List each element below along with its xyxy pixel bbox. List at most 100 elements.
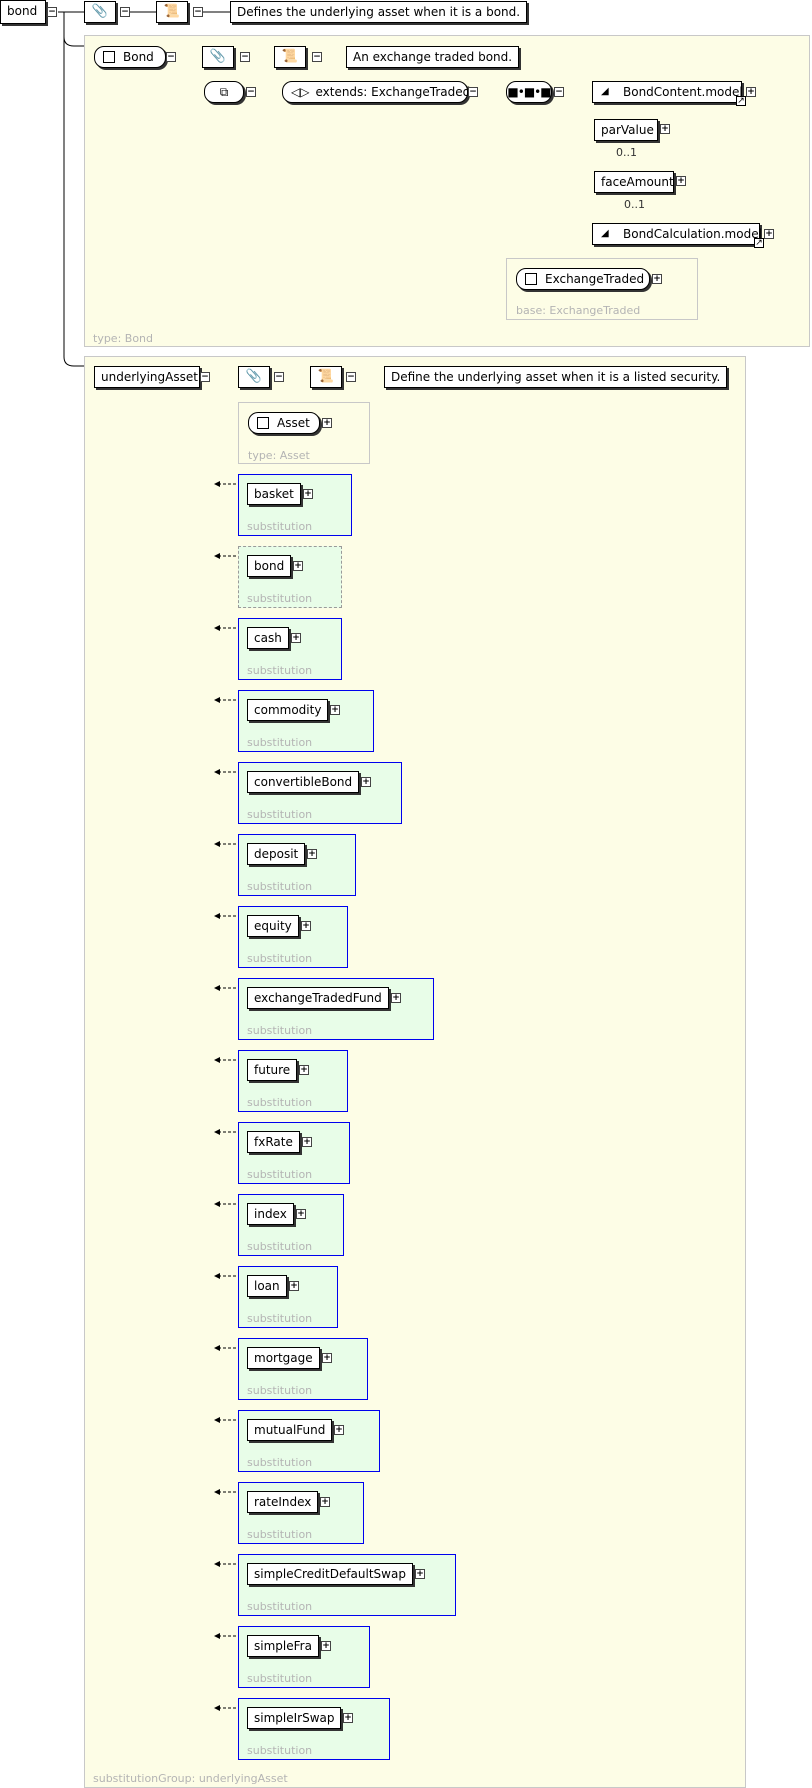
substitution-element-cash[interactable]: cash <box>247 627 289 649</box>
collapse-icon[interactable]: − <box>554 87 564 97</box>
complex-content-icon: ⧉ <box>204 81 244 103</box>
substitution-box-deposit: deposit+substitution <box>238 834 356 896</box>
expand-icon[interactable]: + <box>301 921 311 931</box>
substitution-element-equity[interactable]: equity <box>247 915 299 937</box>
expand-icon[interactable]: + <box>296 1209 306 1219</box>
underlying-asset-element[interactable]: underlyingAsset <box>94 366 200 388</box>
asset-type-label: type: Asset <box>248 449 310 462</box>
collapse-icon[interactable]: − <box>166 52 176 62</box>
substitution-element-exchangeTradedFund[interactable]: exchangeTradedFund <box>247 987 389 1009</box>
expand-icon[interactable]: + <box>289 1281 299 1291</box>
expand-icon[interactable]: + <box>391 993 401 1003</box>
expand-icon[interactable]: + <box>320 1497 330 1507</box>
root-element-bond[interactable]: bond <box>0 0 46 24</box>
substitution-arrowhead <box>214 841 220 847</box>
expand-icon[interactable]: + <box>302 1137 312 1147</box>
substitution-element-convertibleBond[interactable]: convertibleBond <box>247 771 360 793</box>
expand-icon[interactable]: + <box>321 1641 331 1651</box>
expand-icon[interactable]: + <box>307 849 317 859</box>
substitution-element-simpleCreditDefaultSwap[interactable]: simpleCreditDefaultSwap <box>247 1563 413 1585</box>
substitution-element-mortgage[interactable]: mortgage <box>247 1347 320 1369</box>
expand-icon[interactable]: + <box>415 1569 425 1579</box>
expand-icon[interactable]: + <box>322 1353 332 1363</box>
exchange-traded-base-label: base: ExchangeTraded <box>516 304 641 317</box>
expand-icon[interactable]: + <box>293 561 303 571</box>
collapse-icon[interactable]: − <box>246 87 256 97</box>
substitution-arrowhead <box>214 481 220 487</box>
substitution-label: substitution <box>247 1312 313 1325</box>
expand-icon[interactable]: + <box>660 124 670 134</box>
substitution-box-commodity: commodity+substitution <box>238 690 374 752</box>
sequence-icon: ■•■•■ <box>506 81 552 103</box>
substitution-element-commodity[interactable]: commodity <box>247 699 329 721</box>
collapse-icon[interactable]: − <box>468 87 478 97</box>
expand-icon[interactable]: + <box>334 1425 344 1435</box>
substitution-label: substitution <box>247 1528 313 1541</box>
substitution-label: substitution <box>247 1672 313 1685</box>
substitution-element-fxRate[interactable]: fxRate <box>247 1131 300 1153</box>
substitution-element-basket[interactable]: basket <box>247 483 301 505</box>
substitution-element-simpleFra[interactable]: simpleFra <box>247 1635 319 1657</box>
bond-type-panel-label: type: Bond <box>93 332 154 345</box>
extends-exchange-traded[interactable]: ◁▷extends: ExchangeTraded <box>282 81 470 103</box>
substitution-label: substitution <box>247 1168 313 1181</box>
substitution-box-rateIndex: rateIndex+ substitution <box>238 1482 364 1544</box>
substitution-arrowhead <box>214 913 220 919</box>
substitution-element-mutualFund[interactable]: mutualFund <box>247 1419 333 1441</box>
par-value-occurs: 0..1 <box>616 146 637 159</box>
bond-calculation-model-group[interactable]: ◢BondCalculation.model <box>592 223 762 245</box>
substitution-element-simpleIrSwap[interactable]: simpleIrSwap <box>247 1707 342 1729</box>
expand-icon[interactable]: + <box>746 87 756 97</box>
expand-icon[interactable]: + <box>303 489 313 499</box>
substitution-element-loan[interactable]: loan <box>247 1275 287 1297</box>
substitution-box-exchangeTradedFund: exchangeTradedFund+ substitution <box>238 978 434 1040</box>
scroll-icon: 📜 <box>274 46 306 68</box>
expand-icon[interactable]: + <box>322 418 332 428</box>
group-icon: ◢ <box>601 228 609 239</box>
collapse-icon[interactable]: − <box>240 52 250 62</box>
expand-icon[interactable]: + <box>652 274 662 284</box>
substitution-element-bond[interactable]: bond <box>247 555 292 577</box>
bond-content-model-group[interactable]: ◢BondContent.model <box>592 81 743 103</box>
expand-icon[interactable]: + <box>764 229 774 239</box>
exchange-traded-complex-type[interactable]: ExchangeTraded <box>516 268 650 290</box>
collapse-icon[interactable]: − <box>120 7 130 17</box>
substitution-label: substitution <box>247 1384 313 1397</box>
substitution-element-rateIndex[interactable]: rateIndex <box>247 1491 319 1513</box>
collapse-icon[interactable]: − <box>200 372 210 382</box>
bond-complex-type[interactable]: Bond <box>94 46 166 68</box>
substitution-element-future[interactable]: future <box>247 1059 298 1081</box>
substitution-arrowhead <box>214 1201 220 1207</box>
substitution-arrowhead <box>214 1273 220 1279</box>
expand-icon[interactable]: + <box>676 176 686 186</box>
collapse-icon[interactable]: − <box>346 372 356 382</box>
expand-icon[interactable]: + <box>361 777 371 787</box>
substitution-element-deposit[interactable]: deposit <box>247 843 306 865</box>
substitution-label: substitution <box>247 1456 313 1469</box>
expand-icon[interactable]: + <box>330 705 340 715</box>
root-element-label: bond <box>7 4 38 18</box>
substitution-label: substitution <box>247 1024 313 1037</box>
substitution-arrowhead <box>214 769 220 775</box>
substitution-element-index[interactable]: index <box>247 1203 294 1225</box>
scroll-icon: 📜 <box>310 366 342 388</box>
expand-icon[interactable]: + <box>343 1713 353 1723</box>
group-icon: ◢ <box>601 86 609 97</box>
collapse-icon[interactable]: − <box>312 52 322 62</box>
underlying-asset-panel-label: substitutionGroup: underlyingAsset <box>93 1772 288 1785</box>
asset-complex-type[interactable]: Asset <box>248 412 320 434</box>
expand-icon[interactable]: + <box>299 1065 309 1075</box>
face-amount-element[interactable]: faceAmount <box>594 171 674 193</box>
collapse-icon[interactable]: − <box>193 7 203 17</box>
paperclip-icon: 📎 <box>202 46 234 68</box>
complex-type-icon <box>103 51 115 63</box>
substitution-arrowhead <box>214 1633 220 1639</box>
collapse-icon[interactable]: − <box>47 7 57 17</box>
collapse-icon[interactable]: − <box>274 372 284 382</box>
substitution-arrowhead <box>214 697 220 703</box>
par-value-element[interactable]: parValue <box>594 119 658 141</box>
substitution-arrowhead <box>214 1417 220 1423</box>
complex-type-icon <box>525 273 537 285</box>
expand-icon[interactable]: + <box>291 633 301 643</box>
substitution-label: substitution <box>247 1096 313 1109</box>
